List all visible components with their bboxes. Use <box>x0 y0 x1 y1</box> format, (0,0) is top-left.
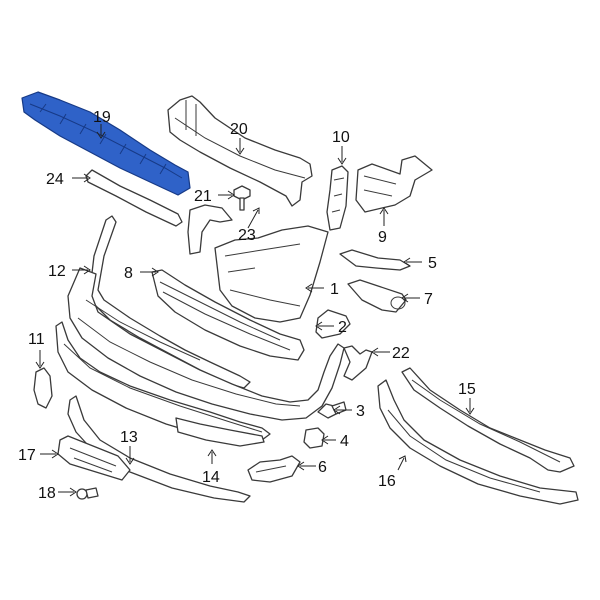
callout-7: 7 <box>424 291 433 308</box>
air-deflector-part[interactable] <box>347 279 407 313</box>
callout-22: 22 <box>392 345 410 362</box>
lower-valance-part[interactable] <box>55 321 271 443</box>
upper-strip-part[interactable] <box>85 169 183 227</box>
callout-8: 8 <box>124 265 133 282</box>
bumper-cover-part[interactable] <box>67 267 345 421</box>
callout-14: 14 <box>202 469 220 486</box>
grille-part[interactable] <box>151 269 305 361</box>
callout-15: 15 <box>458 381 476 398</box>
callout-23: 23 <box>238 227 256 244</box>
callout-2: 2 <box>338 319 347 336</box>
leader-lines <box>35 124 475 497</box>
trim-strip-part-16[interactable] <box>377 379 579 505</box>
callout-6: 6 <box>318 459 327 476</box>
side-bracket-part-9[interactable] <box>355 155 433 213</box>
callout-1: 1 <box>330 281 339 298</box>
trim-strip-part-15[interactable] <box>401 367 575 473</box>
clip-part-2[interactable] <box>315 309 351 339</box>
bolt-part-21[interactable] <box>233 185 251 211</box>
bracket-part-6[interactable] <box>247 455 301 483</box>
fastener-part-18[interactable] <box>76 487 99 500</box>
bracket-part-23[interactable] <box>187 204 233 255</box>
side-bracket-part-10[interactable] <box>326 165 349 231</box>
callout-18: 18 <box>38 485 56 502</box>
bracket-part-5[interactable] <box>339 249 411 271</box>
callout-24: 24 <box>46 171 64 188</box>
callout-5: 5 <box>428 255 437 272</box>
callout-13: 13 <box>120 429 138 446</box>
callout-labels: 19 20 10 24 21 23 9 12 8 5 1 7 11 2 22 3… <box>18 109 476 502</box>
license-plate-bracket-part[interactable] <box>57 435 131 481</box>
bracket-part-22[interactable] <box>343 345 373 381</box>
side-panel-part[interactable] <box>214 225 329 323</box>
callout-20: 20 <box>230 121 248 138</box>
callout-16: 16 <box>378 473 396 490</box>
callout-9: 9 <box>378 229 387 246</box>
bracket-part-11[interactable] <box>33 367 53 409</box>
callout-11: 11 <box>28 331 45 348</box>
callout-10: 10 <box>332 129 350 146</box>
callout-17: 17 <box>18 447 36 464</box>
callout-12: 12 <box>48 263 66 280</box>
callout-3: 3 <box>356 403 365 420</box>
callout-19: 19 <box>93 109 111 126</box>
clip-part-4[interactable] <box>303 427 325 449</box>
callout-21: 21 <box>194 188 212 205</box>
energy-absorber-part[interactable] <box>21 91 191 196</box>
lower-lip-part-14[interactable] <box>175 417 265 447</box>
callout-4: 4 <box>340 433 349 450</box>
bumper-frame-part-12[interactable] <box>89 215 251 389</box>
